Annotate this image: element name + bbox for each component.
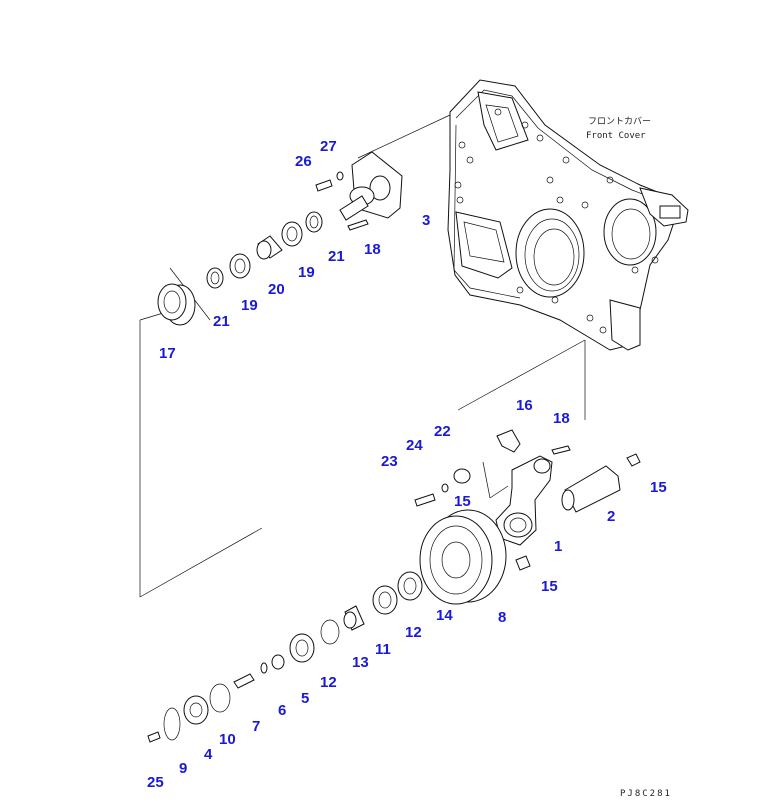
part-number-5: 5 <box>301 690 309 707</box>
part-number-6: 6 <box>278 702 286 719</box>
front-cover-drawing <box>447 79 689 351</box>
part-number-3: 3 <box>422 212 430 229</box>
front-cover-label-en: Front Cover <box>586 131 646 141</box>
part-number-21: 21 <box>213 313 230 330</box>
part-number-25: 25 <box>147 774 164 791</box>
part-number-23: 23 <box>381 453 398 470</box>
pulley-parts-drawing <box>147 509 507 743</box>
part-number-22: 22 <box>434 423 451 440</box>
part-number-15: 15 <box>541 578 558 595</box>
part-number-7: 7 <box>252 718 260 735</box>
part-number-2: 2 <box>607 508 615 525</box>
part-number-15: 15 <box>454 493 471 510</box>
part-number-1: 1 <box>554 538 562 555</box>
arm-parts-drawing <box>414 429 641 571</box>
part-number-27: 27 <box>320 138 337 155</box>
drawing-code: PJ8C281 <box>620 789 672 799</box>
part-number-20: 20 <box>268 281 285 298</box>
part-number-17: 17 <box>159 345 176 362</box>
part-number-21: 21 <box>328 248 345 265</box>
upper-parts-drawing <box>157 151 403 326</box>
part-number-15: 15 <box>650 479 667 496</box>
front-cover-label-jp: フロントカバー <box>588 116 651 127</box>
part-number-11: 11 <box>375 641 391 658</box>
part-number-18: 18 <box>553 410 570 427</box>
part-number-18: 18 <box>364 241 381 258</box>
part-number-13: 13 <box>352 654 369 671</box>
part-number-24: 24 <box>406 437 423 454</box>
part-number-16: 16 <box>516 397 533 414</box>
part-number-19: 19 <box>298 264 315 281</box>
part-number-9: 9 <box>179 760 187 777</box>
part-number-26: 26 <box>295 153 312 170</box>
part-number-4: 4 <box>204 746 213 763</box>
part-number-14: 14 <box>436 607 453 624</box>
part-number-12: 12 <box>320 674 337 691</box>
part-number-10: 10 <box>219 731 236 748</box>
part-number-12: 12 <box>405 624 422 641</box>
part-number-8: 8 <box>498 609 506 626</box>
part-number-19: 19 <box>241 297 258 314</box>
